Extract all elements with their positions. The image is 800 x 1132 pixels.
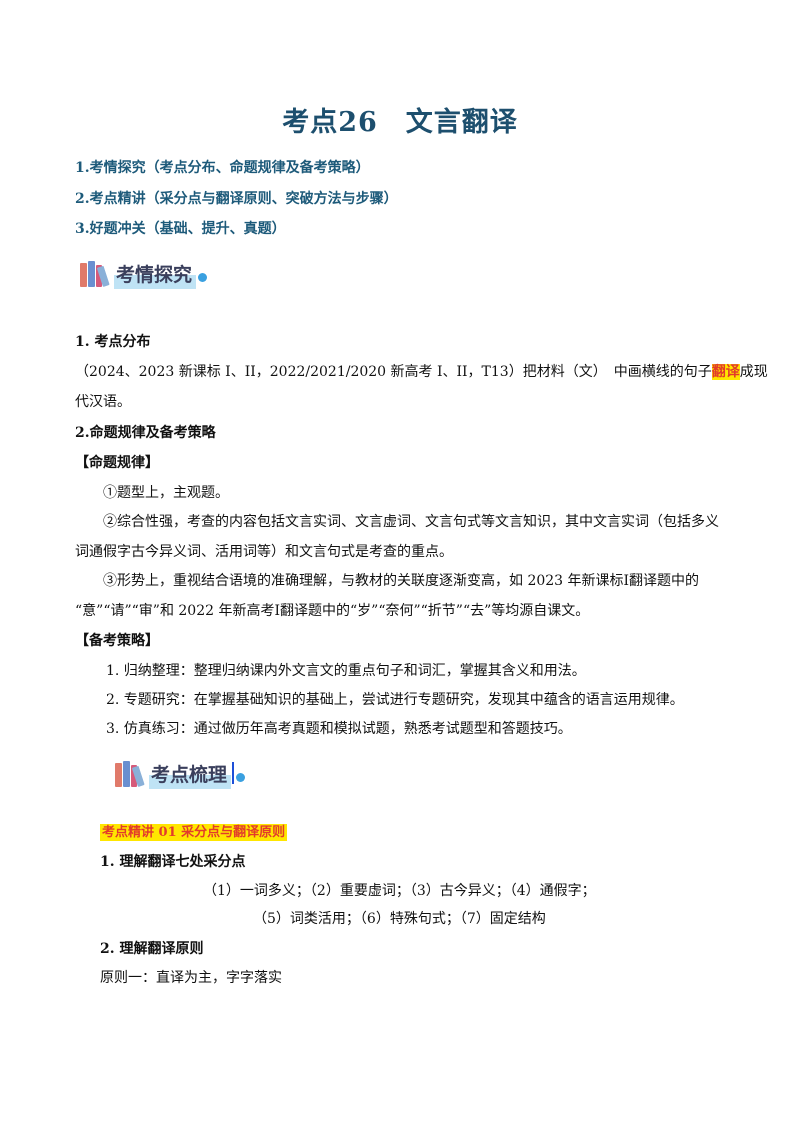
subsection-heading: 【备考策略】 (75, 633, 159, 649)
points-line: （1）一词多义；（2）重要虚词；（3）古今异义；（4）通假字； (203, 883, 596, 899)
section-heading: 1. 考点分布 (75, 334, 151, 350)
strategy-item: 1. 归纳整理：整理归纳课内外文言文的重点句子和词汇，掌握其含义和用法。 (106, 663, 586, 679)
topic-tag-label: 考点精讲 01 采分点与翻译原则 (100, 824, 288, 841)
toc-item-3: 3.好题冲关（基础、提升、真题） (75, 221, 286, 237)
toc-item-1: 1.考情探究（考点分布、命题规律及备考策略） (75, 160, 370, 176)
bullet-dot (236, 772, 246, 782)
banner-label: 考情探究 (114, 257, 197, 289)
rule-item-continued: “意”“请”“审”和 2022 年新高考Ⅰ翻译题中的“岁”“奈何”“折节”“去”… (75, 603, 590, 619)
text-cursor (232, 762, 235, 784)
points-line: （5）词类活用；（6）特殊句式；（7）固定结构 (253, 911, 546, 927)
page-title: 考点26 文言翻译 (282, 107, 518, 138)
topic-tag: 考点精讲 01 采分点与翻译原则 (100, 821, 288, 841)
section-banner-kaoqing: 考情探究 (78, 256, 208, 290)
section-heading: 2.命题规律及备考策略 (75, 425, 216, 441)
bullet-dot (198, 272, 208, 282)
paragraph-line: 代汉语。 (75, 394, 131, 410)
subsection-heading: 1. 理解翻译七处采分点 (100, 854, 246, 870)
banner-label: 考点梳理 (149, 757, 232, 789)
books-icon (113, 759, 147, 787)
text-span: （2024、2023 新课标 I、II，2022/2021/2020 新高考 I… (75, 364, 712, 380)
text-span: 成现 (739, 364, 768, 380)
principle-line: 原则一：直译为主，字字落实 (100, 970, 282, 986)
books-icon (78, 259, 112, 287)
rule-item: ②综合性强，考查的内容包括文言实词、文言虚词、文言句式等文言知识，其中文言实词（… (103, 514, 719, 530)
subsection-heading: 【命题规律】 (75, 455, 159, 471)
subsection-heading: 2. 理解翻译原则 (100, 941, 204, 957)
rule-item: ①题型上，主观题。 (103, 485, 229, 501)
strategy-item: 2. 专题研究：在掌握基础知识的基础上，尝试进行专题研究，发现其中蕴含的语言运用… (106, 692, 684, 708)
rule-item: ③形势上，重视结合语境的准确理解，与教材的关联度逐渐变高，如 2023 年新课标… (103, 573, 700, 589)
highlighted-word: 翻译 (711, 364, 740, 380)
strategy-item: 3. 仿真练习：通过做历年高考真题和模拟试题，熟悉考试题型和答题技巧。 (106, 721, 572, 737)
rule-item-continued: 词通假字古今异义词、活用词等）和文言句式是考查的重点。 (75, 544, 453, 560)
toc-item-2: 2.考点精讲（采分点与翻译原则、突破方法与步骤） (75, 191, 398, 207)
section-banner-kaodian: 考点梳理 (113, 756, 246, 790)
paragraph-line: （2024、2023 新课标 I、II，2022/2021/2020 新高考 I… (75, 361, 768, 381)
